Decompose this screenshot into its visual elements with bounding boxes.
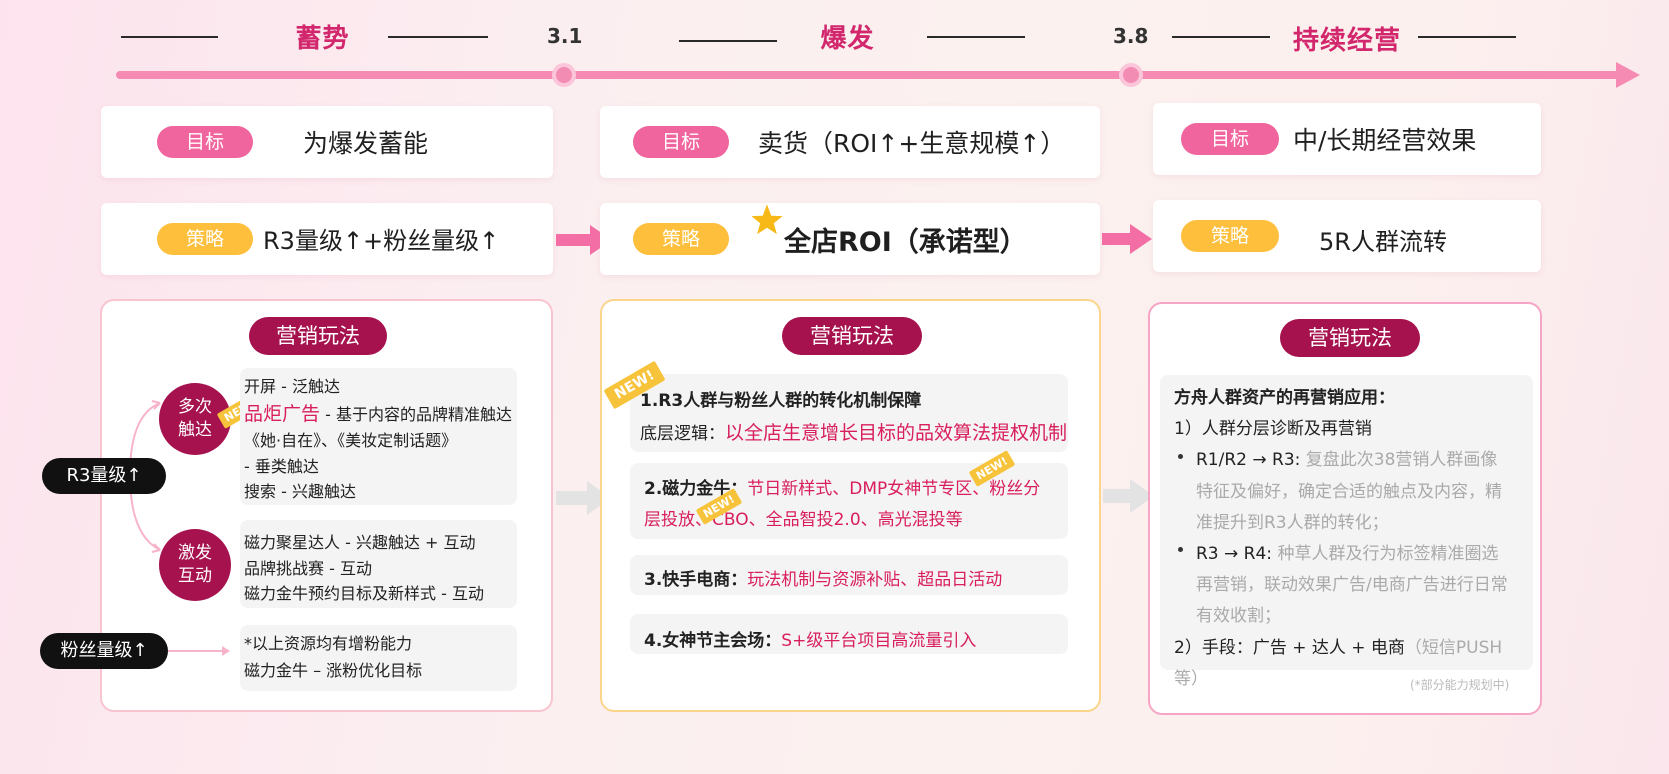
- strategy-pill: 策略: [157, 223, 253, 255]
- item4-label: 4.女神节主会场：: [644, 631, 782, 651]
- touch-line-5: 搜索 - 兴趣触达: [244, 482, 356, 501]
- strategy-text: 5R人群流转: [1319, 228, 1447, 256]
- fans-line-1: *以上资源均有增粉能力: [244, 634, 413, 653]
- bullet-dot: [1178, 454, 1183, 459]
- item3-line: 3.快手电商：玩法机制与资源补贴、超品日活动: [644, 565, 1002, 590]
- remarketing-sub1: 1）人群分层诊断及再营销: [1174, 419, 1372, 439]
- marketing-pill: 营销玩法: [782, 317, 922, 355]
- flow-arrow-2: [1103, 489, 1132, 503]
- timeline-arrowhead: [1616, 62, 1640, 88]
- circle-line: 激发: [178, 543, 212, 563]
- circle-line: 触达: [178, 420, 212, 440]
- bullet1-line-1: R1/R2 → R3: 复盘此次38营销人群画像: [1196, 445, 1497, 470]
- fans-methods-box: *以上资源均有增粉能力 磁力金牛 – 涨粉优化目标: [240, 625, 517, 691]
- fans-line-2: 磁力金牛 – 涨粉优化目标: [244, 661, 423, 680]
- strategy-card-1: 策略 R3量级↑+粉丝量级↑: [101, 203, 553, 275]
- bullet2-text: 种草人群及行为标签精准圈选: [1277, 544, 1499, 564]
- marketing-pill: 营销玩法: [1280, 319, 1420, 357]
- touch-line-4: - 垂类触达: [244, 457, 319, 476]
- goal-text: 中/长期经营效果: [1293, 126, 1477, 155]
- remarketing-sub2-cont: 等）: [1174, 669, 1208, 689]
- label-fans-level: 粉丝量级↑: [40, 633, 168, 669]
- item4-box: 4.女神节主会场：S+级平台项目高流量引入: [630, 614, 1068, 654]
- goal-text: 卖货（ROI↑+生意规模↑）: [758, 129, 1066, 158]
- item3-highlight: 玩法机制与资源补贴、超品日活动: [747, 570, 1003, 590]
- touch-line-1: 开屏 - 泛触达: [244, 377, 340, 396]
- bullet2-line-3: 有效收割；: [1196, 606, 1281, 626]
- footnote: (*部分能力规划中): [1410, 678, 1510, 692]
- strategy-pill: 策略: [1181, 220, 1279, 252]
- goal-text: 为爆发蓄能: [303, 129, 429, 158]
- remarketing-title: 方舟人群资产的再营销应用：: [1174, 388, 1395, 408]
- timeline-dot-3-1: [552, 63, 576, 87]
- touch-methods-box: 开屏 - 泛触达 品炬广告 - 基于内容的品牌精准触达 《她·自在》、《美妆定制…: [240, 368, 517, 505]
- bullet1-line-2: 特征及偏好，确定合适的触点及内容，精: [1196, 482, 1502, 502]
- brand-ad-highlight: 品炬广告: [244, 403, 321, 425]
- flow-arrow-1: [556, 491, 589, 505]
- goal-card-2: 目标 卖货（ROI↑+生意规模↑）: [600, 106, 1100, 178]
- bullet-dot: [1178, 547, 1183, 552]
- item1-sub-label: 底层逻辑：: [640, 424, 725, 444]
- goal-card-3: 目标 中/长期经营效果: [1153, 103, 1541, 175]
- strategy-arrow-2: [1102, 233, 1132, 245]
- marketing-pill: 营销玩法: [249, 317, 387, 355]
- item2-box: 2.磁力金牛：节日新样式、DMP女神节专区、粉丝分 层投放、CBO、全品智投2.…: [630, 463, 1068, 539]
- item2-highlight-a: 节日新样式、DMP女神节专区、粉丝分: [747, 479, 1041, 499]
- phase-title-sustain: 持续经营: [1292, 26, 1401, 56]
- remarketing-sub2: 2）手段：广告 + 达人 + 电商（短信PUSH: [1174, 633, 1502, 658]
- strategy-card-3: 策略 5R人群流转: [1153, 200, 1541, 272]
- strategy-text: R3量级↑+粉丝量级↑: [263, 227, 500, 255]
- goal-pill: 目标: [157, 126, 253, 158]
- item2-line-2: 层投放、CBO、全品智投2.0、高光混投等: [644, 510, 963, 530]
- star-icon: [751, 204, 783, 235]
- touch-line-3: 《她·自在》、《美妆定制话题》: [244, 431, 458, 450]
- strategy-text: 全店ROI（承诺型）: [784, 227, 1027, 258]
- strategy-arrow-1: [556, 234, 592, 246]
- label-r3-level: R3量级↑: [42, 458, 166, 494]
- item1-title: 1.R3人群与粉丝人群的转化机制保障: [640, 391, 922, 411]
- item1-sub: 底层逻辑：以全店生意增长目标的品效算法提权机制: [640, 418, 1067, 445]
- goal-pill: 目标: [633, 126, 729, 158]
- fans-connector-arrowhead: [222, 646, 230, 656]
- milestone-3-1: 3.1: [547, 24, 583, 48]
- strategy-arrowhead-2: [1130, 224, 1152, 254]
- interaction-line-3: 磁力金牛预约目标及新样式 - 互动: [244, 584, 484, 603]
- timeline-dot-3-8: [1119, 63, 1143, 87]
- bullet1-text: 复盘此次38营销人群画像: [1305, 450, 1498, 470]
- goal-card-1: 目标 为爆发蓄能: [101, 106, 553, 178]
- bullet1-line-3: 准提升到R3人群的转化；: [1196, 513, 1389, 533]
- goal-pill: 目标: [1181, 123, 1279, 155]
- sub2-text: 2）手段：广告 + 达人 + 电商: [1174, 638, 1405, 658]
- interaction-line-1: 磁力聚星达人 - 兴趣触达 + 互动: [244, 533, 476, 552]
- touch-line-2: 品炬广告 - 基于内容的品牌精准触达: [244, 400, 512, 429]
- item1-sub-highlight: 以全店生意增长目标的品效算法提权机制: [725, 422, 1068, 444]
- item4-line: 4.女神节主会场：S+级平台项目高流量引入: [644, 626, 976, 651]
- timeline-bar: [116, 71, 1626, 79]
- strategy-pill: 策略: [633, 223, 729, 255]
- interaction-methods-box: 磁力聚星达人 - 兴趣触达 + 互动 品牌挑战赛 - 互动 磁力金牛预约目标及新…: [240, 520, 517, 608]
- remarketing-box: [1160, 375, 1533, 670]
- strategy-card-2: 策略 全店ROI（承诺型）: [600, 203, 1100, 275]
- circle-interaction: 激发 互动: [159, 529, 231, 601]
- circle-line: 互动: [178, 566, 212, 586]
- bullet2-line-2: 再营销，联动效果广告/电商广告进行日常: [1196, 575, 1508, 595]
- item3-label: 3.快手电商：: [644, 570, 748, 590]
- item1-box: 1.R3人群与粉丝人群的转化机制保障 底层逻辑：以全店生意增长目标的品效算法提权…: [630, 374, 1068, 452]
- bullet2-label: R3 → R4:: [1196, 544, 1278, 564]
- phase-title-burst: 爆发: [820, 24, 875, 54]
- sub2-gray: （短信PUSH: [1404, 638, 1503, 658]
- interaction-line-2: 品牌挑战赛 - 互动: [244, 559, 372, 578]
- phase-title-buildup: 蓄势: [295, 24, 350, 54]
- item3-box: 3.快手电商：玩法机制与资源补贴、超品日活动: [630, 555, 1068, 595]
- item2-line-1: 2.磁力金牛：节日新样式、DMP女神节专区、粉丝分: [644, 474, 1040, 499]
- brand-ad-desc: - 基于内容的品牌精准触达: [320, 405, 512, 424]
- bullet1-label: R1/R2 → R3:: [1196, 450, 1306, 470]
- milestone-3-8: 3.8: [1113, 24, 1149, 48]
- fans-connector-line: [168, 650, 224, 652]
- circle-line: 多次: [178, 397, 212, 417]
- item4-highlight: S+级平台项目高流量引入: [781, 631, 977, 651]
- bullet2-line-1: R3 → R4: 种草人群及行为标签精准圈选: [1196, 539, 1498, 564]
